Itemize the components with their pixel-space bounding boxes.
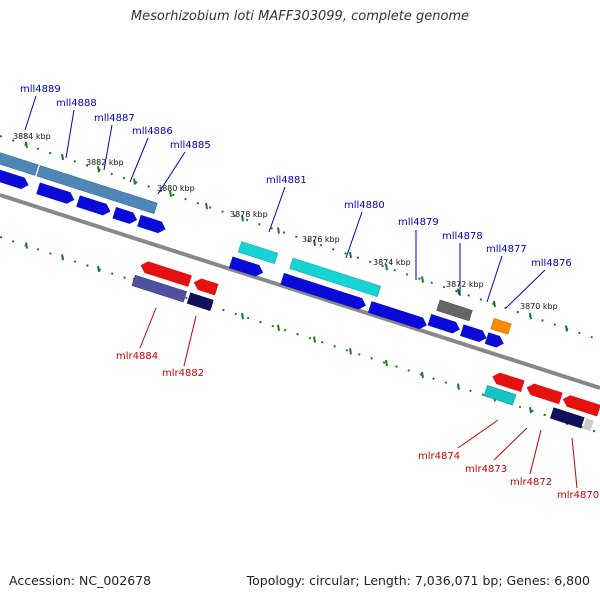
gene-block-gray[interactable] xyxy=(436,299,473,322)
gene-arrow-blue[interactable] xyxy=(484,332,506,349)
gene-label-forward[interactable]: mll4885 xyxy=(170,140,211,151)
ruler-tick xyxy=(349,348,352,355)
gene-label-forward[interactable]: mll4887 xyxy=(94,113,135,124)
ruler-tick xyxy=(385,264,388,271)
gene-label-forward[interactable]: mll4878 xyxy=(442,231,483,242)
ruler-label: 3878 kbp xyxy=(230,210,268,219)
ruler-tick xyxy=(493,300,496,308)
reverse-leaders xyxy=(139,307,578,489)
ruler-tick xyxy=(241,312,244,320)
ruler-tick xyxy=(25,141,28,149)
gene-arrow-red[interactable] xyxy=(561,393,600,417)
map-title: Mesorhizobium loti MAFF303099, complete … xyxy=(130,9,470,24)
ruler-tick xyxy=(421,276,424,283)
gene-block-steelblue[interactable] xyxy=(36,165,158,214)
ruler-label: 3880 kbp xyxy=(157,184,195,193)
gene-label-reverse[interactable]: mlr4872 xyxy=(510,477,552,488)
gene-label-forward[interactable]: mll4889 xyxy=(20,84,61,95)
gene-label-forward[interactable]: mll4877 xyxy=(486,244,527,255)
ruler-tick xyxy=(529,313,532,320)
ruler-tick xyxy=(277,324,280,331)
gene-block-steelblue[interactable] xyxy=(0,149,39,176)
ruler-label: 3872 kbp xyxy=(446,280,484,289)
genome-summary-text: Topology: circular; Length: 7,036,071 bp… xyxy=(246,573,590,588)
gene-arrow-blue[interactable] xyxy=(228,256,265,279)
gene-arrow-blue[interactable] xyxy=(280,273,367,311)
gene-arrow-blue[interactable] xyxy=(137,214,167,235)
gene-arrow-red[interactable] xyxy=(139,260,192,287)
gene-label-reverse[interactable]: mlr4873 xyxy=(465,464,507,475)
ruler-tick xyxy=(25,242,28,249)
gene-label-reverse[interactable]: mlr4870 xyxy=(557,490,599,501)
ruler-label: 3876 kbp xyxy=(302,235,340,244)
ruler-tick xyxy=(97,166,100,173)
ruler-label: 3884 kbp xyxy=(13,132,51,141)
ruler-dotted-row-outer xyxy=(0,135,600,341)
ruler-tick xyxy=(385,359,388,367)
gene-arrow-blue[interactable] xyxy=(36,182,76,206)
ruler-tick xyxy=(421,371,424,379)
gene-label-forward[interactable]: mll4879 xyxy=(398,217,439,228)
gene-block-navy[interactable] xyxy=(550,407,585,429)
gene-arrow-red[interactable] xyxy=(192,277,219,296)
ruler-tick xyxy=(61,254,64,261)
gene-label-forward[interactable]: mll4886 xyxy=(132,126,173,137)
ruler-tick xyxy=(205,202,208,210)
gene-label-forward[interactable]: mll4880 xyxy=(344,200,385,211)
gene-block-navy[interactable] xyxy=(186,292,214,311)
accession-text: Accession: NC_002678 xyxy=(9,573,152,588)
ruler-tick xyxy=(457,383,460,390)
ruler-tick xyxy=(61,153,64,161)
ruler-tick xyxy=(313,336,316,343)
gene-label-forward[interactable]: mll4888 xyxy=(56,98,97,109)
gene-arrow-red[interactable] xyxy=(491,371,525,392)
gene-block-orange[interactable] xyxy=(490,318,512,335)
gene-arrow-blue[interactable] xyxy=(367,301,429,331)
gene-arrow-blue[interactable] xyxy=(427,314,462,335)
gene-label-reverse[interactable]: mlr4882 xyxy=(162,368,204,379)
gene-label-forward[interactable]: mll4876 xyxy=(531,258,572,269)
ruler-label: 3870 kbp xyxy=(520,302,558,311)
gene-arrow-blue[interactable] xyxy=(76,195,112,217)
ruler-tick xyxy=(97,265,100,273)
ruler-tick xyxy=(529,406,532,414)
ruler-tick xyxy=(565,325,568,332)
gene-block-slateblue[interactable] xyxy=(131,274,188,303)
ruler-tick xyxy=(241,215,244,222)
gene-block-cyan[interactable] xyxy=(237,241,279,264)
gene-arrow-blue[interactable] xyxy=(112,206,139,226)
ruler-tick xyxy=(169,190,172,197)
gene-block-cyan[interactable] xyxy=(289,257,381,297)
gene-arrow-blue[interactable] xyxy=(0,167,30,191)
gene-arrow-red[interactable] xyxy=(525,382,563,405)
forward-leaders xyxy=(24,95,546,309)
ruler-tick xyxy=(133,178,136,185)
ruler-tick xyxy=(349,251,352,259)
ruler-label: 3874 kbp xyxy=(373,258,411,267)
ruler-tick xyxy=(457,288,460,295)
gene-arrow-blue[interactable] xyxy=(460,324,488,343)
gene-block-lightgray[interactable] xyxy=(582,418,594,432)
ruler-tick xyxy=(277,227,280,234)
backbone-line xyxy=(0,193,600,390)
ruler-dotted-row-inner xyxy=(0,236,600,434)
gene-label-reverse[interactable]: mlr4874 xyxy=(418,451,460,462)
gene-label-forward[interactable]: mll4881 xyxy=(266,175,307,186)
gene-label-reverse[interactable]: mlr4884 xyxy=(116,351,158,362)
gene-block-cyan[interactable] xyxy=(483,385,517,406)
ruler-tick xyxy=(313,239,316,246)
ruler-major-ticks-outer xyxy=(25,141,568,332)
